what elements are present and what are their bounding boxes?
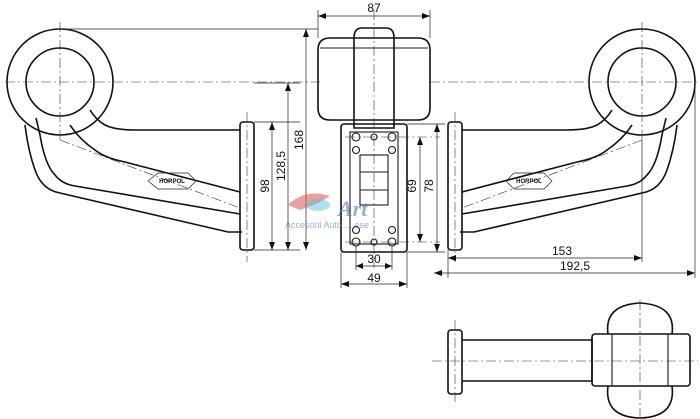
left-logo: HORPOL bbox=[147, 172, 197, 190]
watermark-brand: Art bbox=[336, 196, 368, 221]
dim-bracket-outer-width: 49 bbox=[367, 271, 381, 285]
bracket-vertical-dimensions: 69 78 bbox=[405, 123, 445, 253]
dim-overall-width-group: 87 bbox=[317, 1, 431, 38]
dim-mid-height: 128,5 bbox=[274, 151, 288, 181]
dim-total-height: 168 bbox=[292, 130, 306, 150]
dim-plate-height: 98 bbox=[258, 179, 272, 193]
right-mounting-plate bbox=[447, 112, 463, 262]
dim-arm-reach-total: 192,5 bbox=[560, 259, 590, 273]
right-lamp-arm bbox=[430, 22, 697, 233]
dim-overall-width: 87 bbox=[367, 1, 381, 15]
dim-arm-reach: 153 bbox=[552, 244, 572, 258]
left-vertical-dimensions: 98 128,5 168 bbox=[60, 28, 318, 251]
left-lamp-arm bbox=[5, 22, 320, 233]
watermark-tagline: Accesorii Auto ... ese bbox=[285, 220, 369, 230]
arm-reach-dimensions: 153 192,5 bbox=[434, 82, 696, 278]
left-mounting-plate bbox=[239, 112, 255, 262]
left-logo-text: HORPOL bbox=[159, 179, 185, 185]
dim-bracket-inner-width: 30 bbox=[367, 252, 381, 266]
bracket-horizontal-dimensions: 30 49 bbox=[340, 246, 408, 288]
centre-lamp-front-view bbox=[317, 10, 440, 268]
dim-bracket-height: 78 bbox=[422, 179, 436, 193]
side-view bbox=[432, 300, 698, 419]
right-logo-text: HORPOL bbox=[516, 179, 542, 185]
right-logo: HORPOL bbox=[505, 172, 553, 190]
watermark: Art Accesorii Auto ... ese bbox=[285, 193, 369, 230]
dim-hole-spacing: 69 bbox=[405, 179, 419, 193]
